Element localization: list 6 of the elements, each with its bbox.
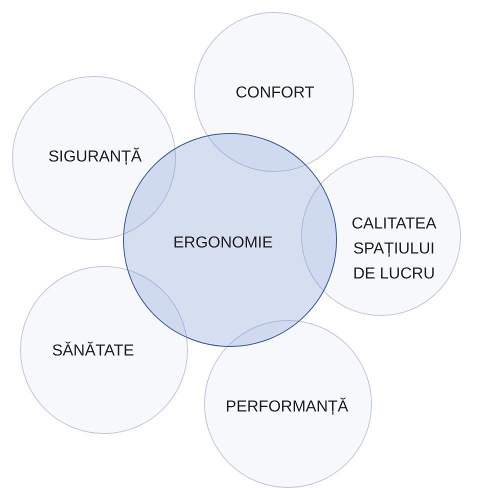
circle-label: CONFORT xyxy=(234,84,316,104)
circle-label: PERFORMANȚĂ xyxy=(224,396,350,418)
circle-label: ERGONOMIE xyxy=(172,234,274,254)
circle-label: SIGURANȚĂ xyxy=(47,146,143,168)
circle-label: SĂNĂTATE xyxy=(50,340,136,362)
circle-label: CALITATEA SPAȚIULUI DE LUCRU xyxy=(350,214,438,284)
